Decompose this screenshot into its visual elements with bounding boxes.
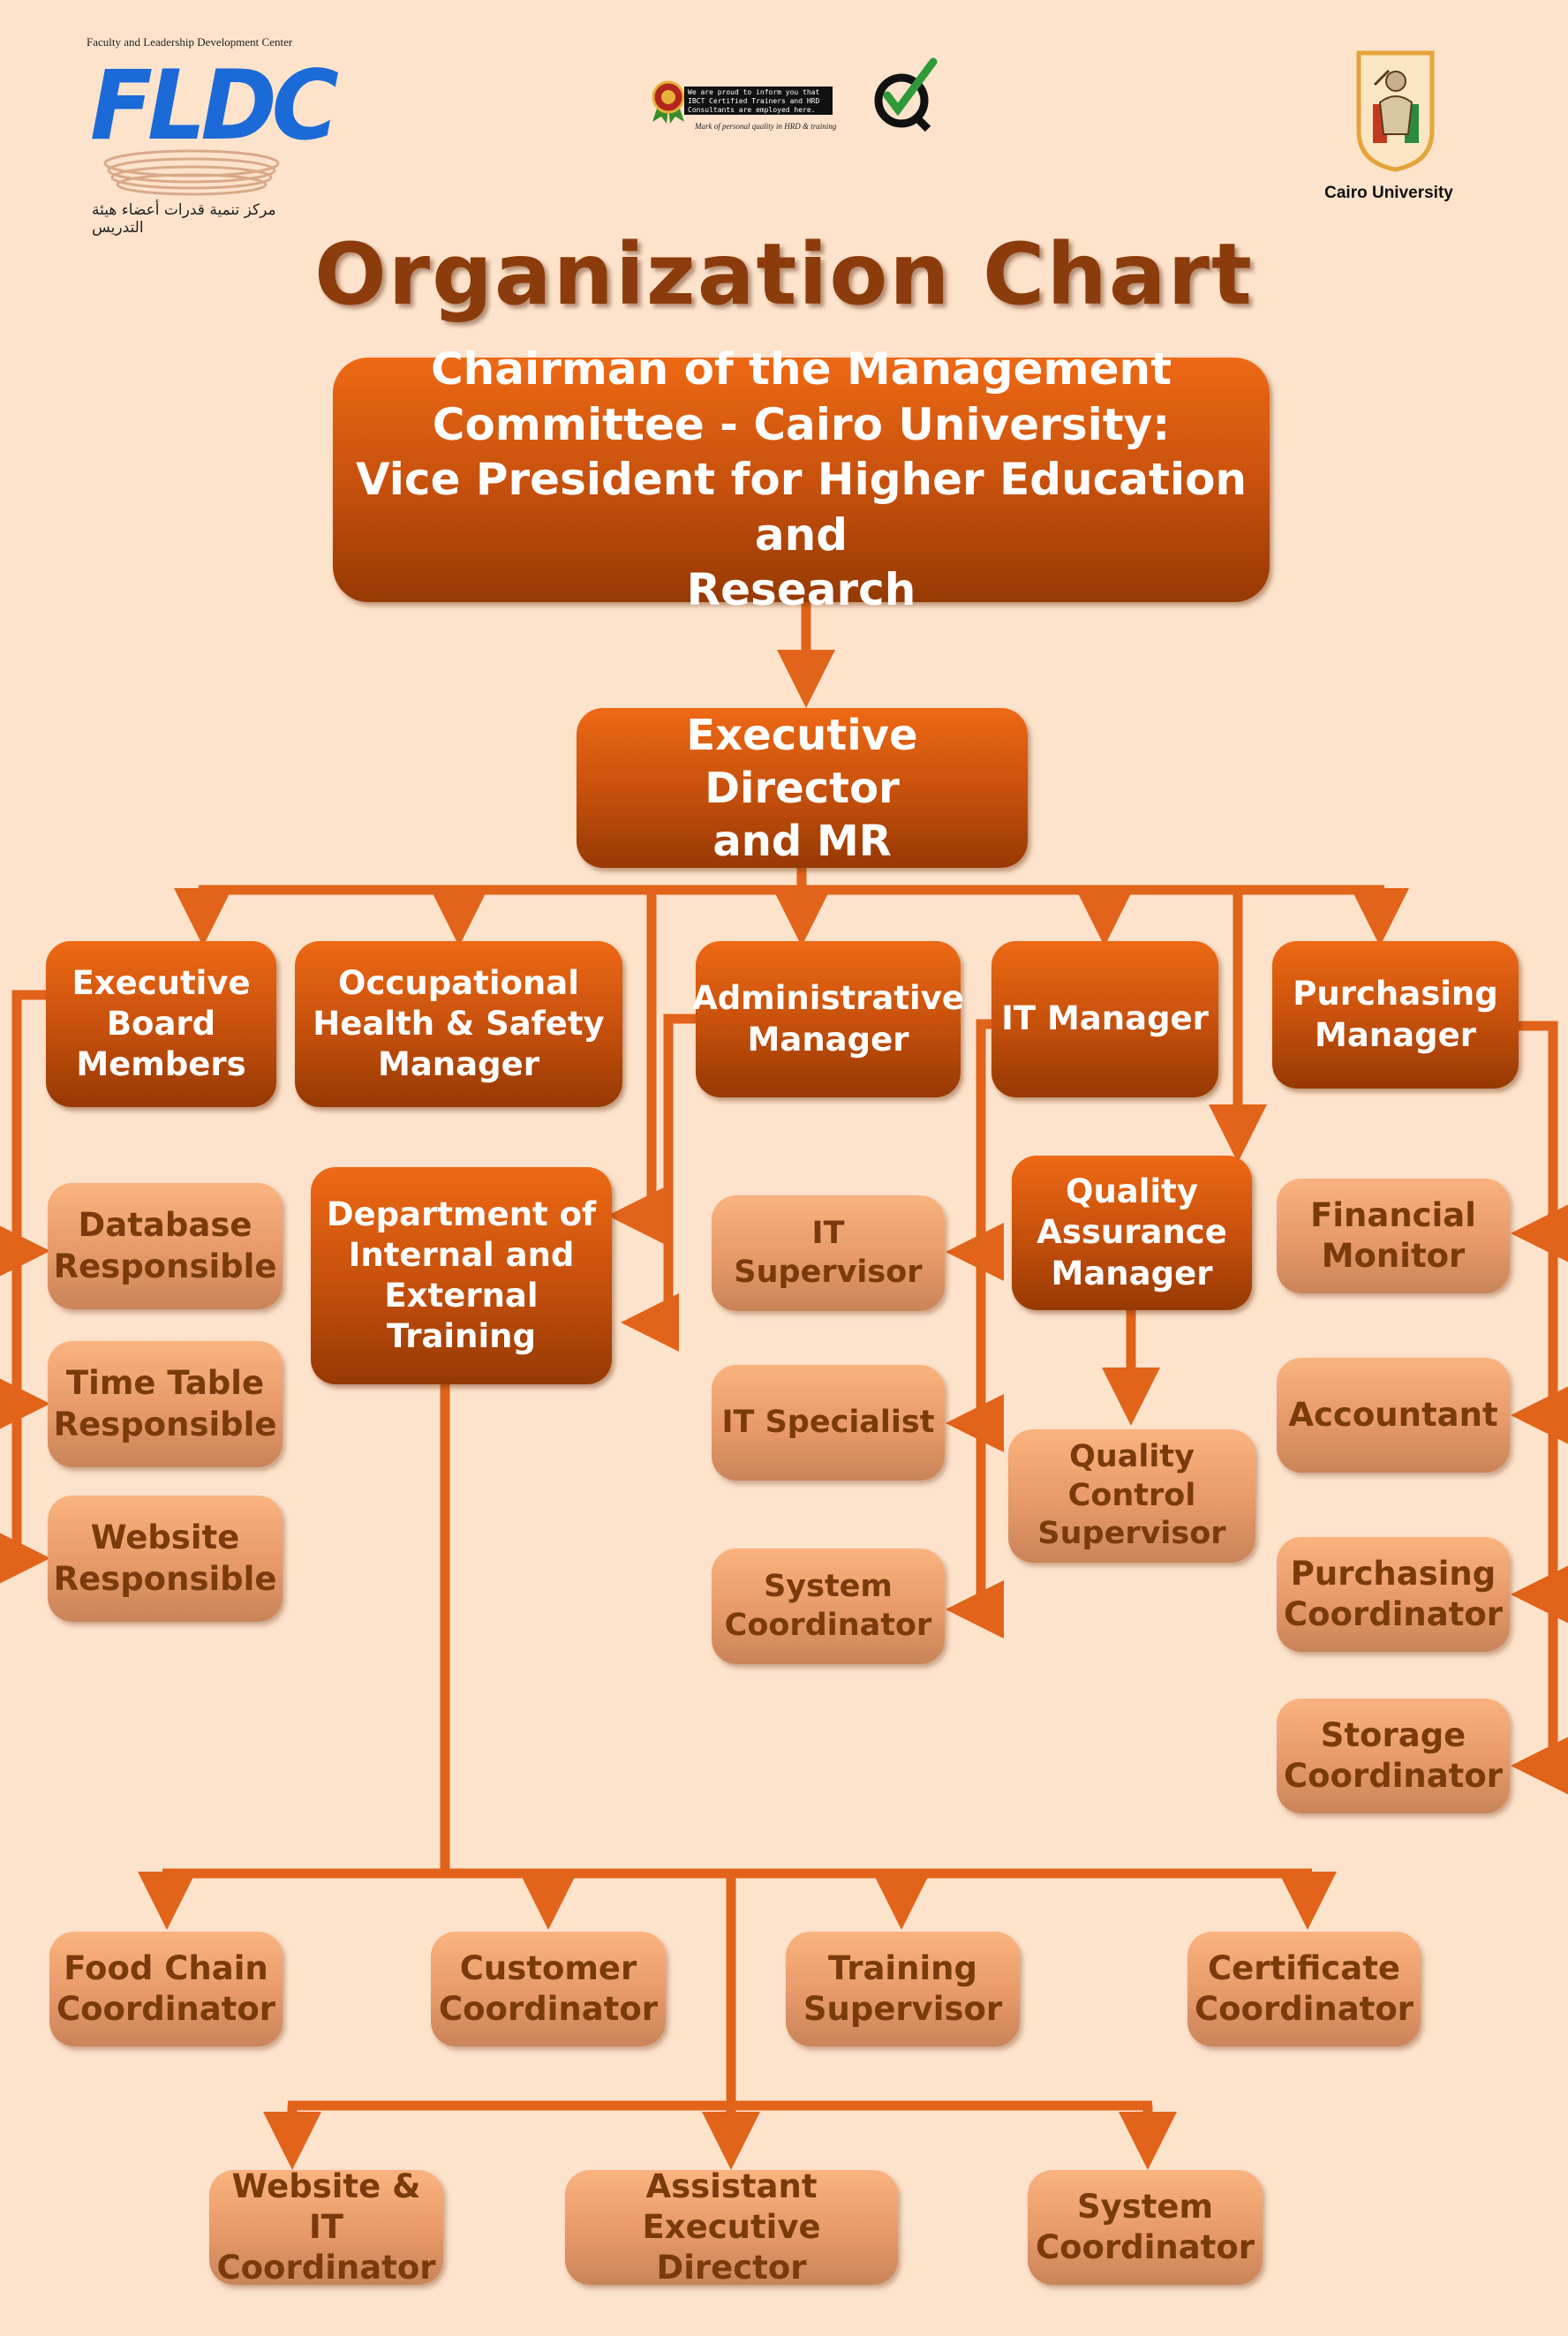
- fldc-wordmark: FLDC: [90, 48, 339, 162]
- food-chain-coordinator-box: Food Chain Coordinator: [49, 1932, 283, 2046]
- quality-badge-text: We are proud to inform you that IBCT Cer…: [684, 87, 833, 115]
- fldc-arcs-icon: [103, 149, 280, 196]
- certificate-coordinator-box: Certificate Coordinator: [1187, 1932, 1421, 2046]
- occupational-health-safety-manager-box: Occupational Health & Safety Manager: [295, 941, 622, 1107]
- storage-coordinator-box: Storage Coordinator: [1277, 1699, 1510, 1813]
- database-responsible-box: Database Responsible: [48, 1183, 283, 1309]
- quality-badge: We are proud to inform you that IBCT Cer…: [649, 55, 945, 139]
- executive-board-members-box: Executive Board Members: [46, 941, 276, 1107]
- time-table-responsible-box: Time Table Responsible: [48, 1341, 283, 1467]
- it-manager-box: IT Manager: [991, 941, 1218, 1097]
- system-coordinator-it-box: System Coordinator: [712, 1549, 945, 1664]
- quality-seal-icon: [652, 80, 685, 124]
- it-specialist-box: IT Specialist: [712, 1365, 945, 1481]
- checkmark-q-icon: [874, 57, 938, 132]
- fldc-arabic-text: مركز تنمية قدرات أعضاء هيئة التدريس: [92, 201, 276, 237]
- cairo-university-logo: Cairo University: [1314, 49, 1464, 208]
- purchasing-manager-box: Purchasing Manager: [1272, 941, 1519, 1089]
- purchasing-coordinator-box: Purchasing Coordinator: [1277, 1537, 1510, 1652]
- training-department-box: Department of Internal and External Trai…: [311, 1167, 612, 1384]
- cairo-university-label: Cairo University: [1324, 184, 1453, 202]
- it-supervisor-box: IT Supervisor: [712, 1195, 945, 1311]
- training-supervisor-box: Training Supervisor: [786, 1932, 1020, 2046]
- assistant-executive-director-box: Assistant Executive Director: [565, 2167, 898, 2287]
- website-responsible-box: Website Responsible: [48, 1496, 283, 1622]
- chairman-box: Chairman of the Management Committee - C…: [333, 343, 1270, 615]
- system-coordinator-training-box: System Coordinator: [1028, 2170, 1263, 2285]
- page-title: Organization Chart: [314, 225, 1254, 324]
- financial-monitor-box: Financial Monitor: [1277, 1179, 1510, 1293]
- quality-assurance-manager-box: Quality Assurance Manager: [1012, 1156, 1252, 1310]
- administrative-manager-box: Administrative Manager: [692, 941, 964, 1097]
- university-crest-icon: [1356, 50, 1435, 172]
- fldc-logo-top-text: Faculty and Leadership Development Cente…: [87, 35, 293, 49]
- website-it-coordinator-box: Website & IT Coordinator: [209, 2167, 443, 2287]
- accountant-box: Accountant: [1277, 1358, 1510, 1473]
- customer-coordinator-box: Customer Coordinator: [431, 1932, 666, 2046]
- fldc-logo: Faculty and Leadership Development Cente…: [87, 35, 339, 237]
- quality-control-supervisor-box: Quality Control Supervisor: [1008, 1429, 1255, 1563]
- quality-badge-caption: Mark of personal quality in HRD & traini…: [695, 122, 837, 131]
- executive-director-box: Executive Director and MR: [577, 708, 1028, 868]
